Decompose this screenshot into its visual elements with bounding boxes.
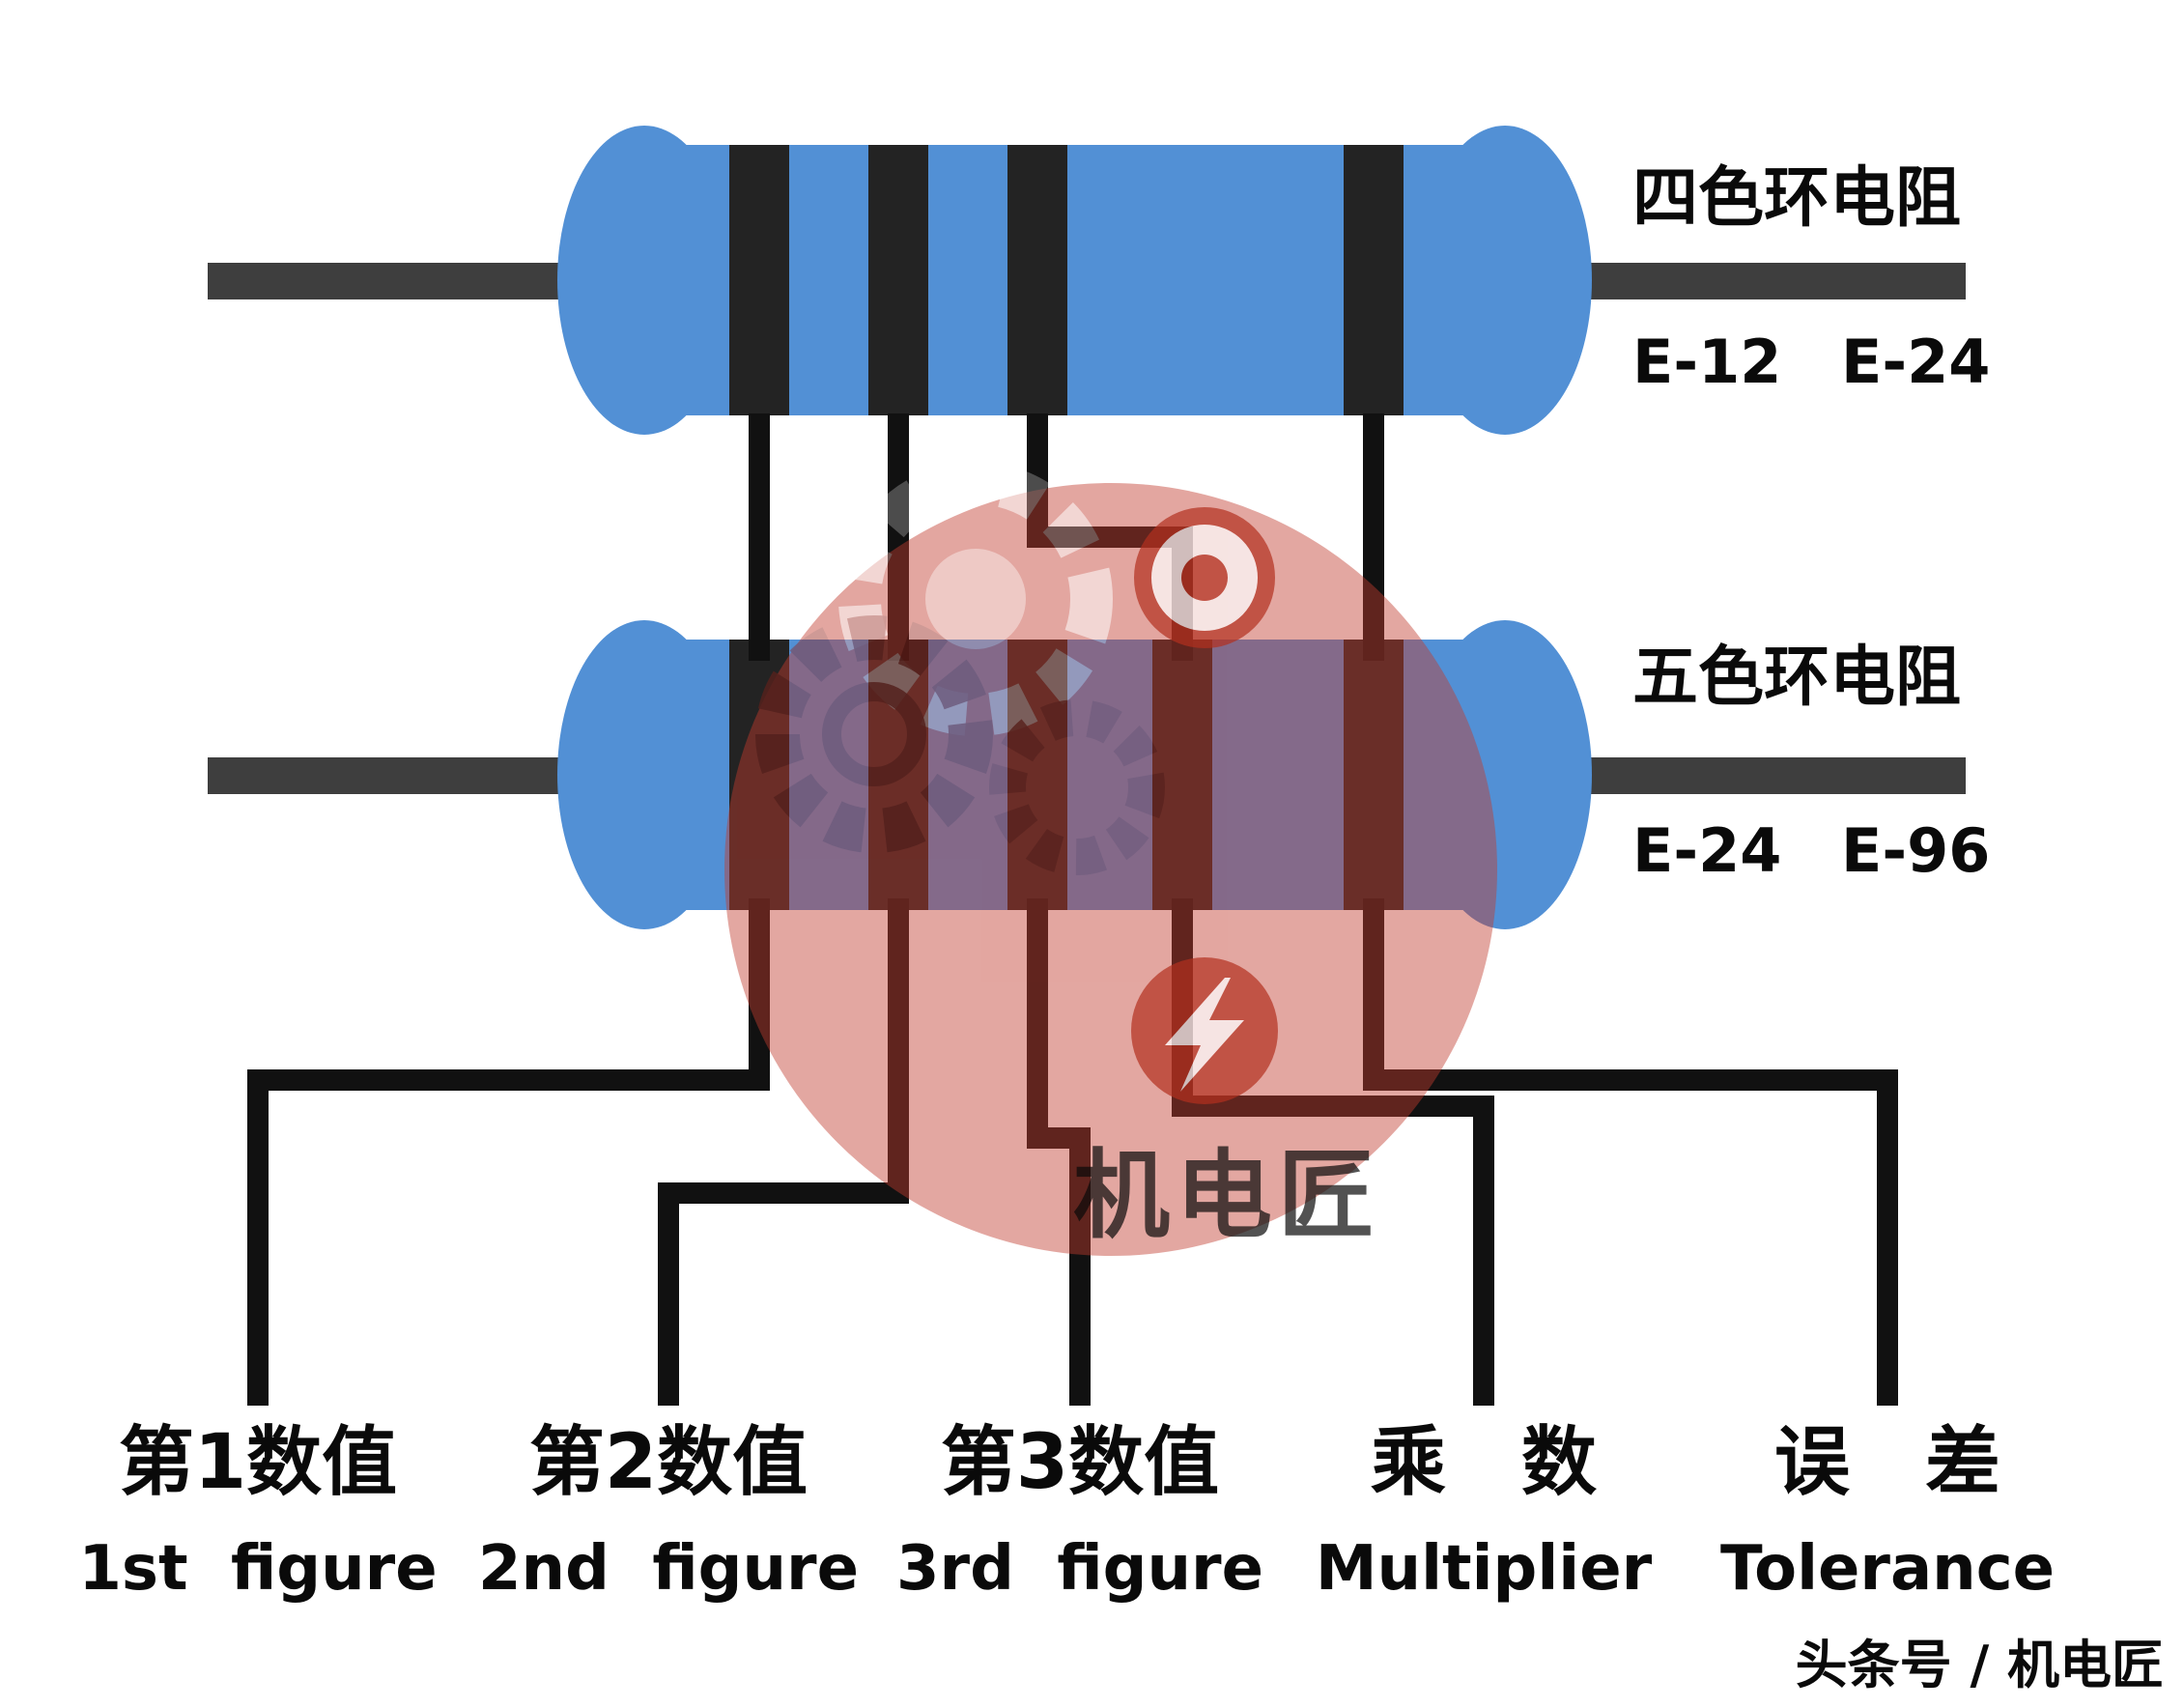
five-band-series-1: E-24 [1632,815,1781,886]
four-band-resistor [208,126,1966,435]
label-multiplier-en: Multiplier [1316,1533,1653,1605]
five-band-title: 五色环电阻 [1632,640,1961,716]
label-1st-figure-en: 1st figure [78,1533,437,1605]
color-band-5 [1344,640,1404,910]
connector-lines [247,413,1898,1406]
color-band-3 [1007,640,1067,910]
watermark-gear-white-icon [838,462,1113,736]
label-tolerance-zh: 误 差 [1774,1419,2000,1506]
line-to-1st-figure [247,898,770,1406]
label-multiplier-zh: 乘 数 [1371,1419,1597,1506]
watermark-globe [724,483,1497,1256]
lead-right [1589,263,1966,299]
watermark-ring-icon [1134,507,1275,648]
bottom-labels: 第1数值 1st figure 第2数值 2nd figure 第3数值 3rd… [78,1419,2055,1605]
label-2nd-figure-zh: 第2数值 [529,1419,808,1506]
lead-right [1589,757,1966,794]
label-3rd-figure-en: 3rd figure [896,1533,1263,1605]
color-band-3 [1007,145,1067,415]
four-band-series-2: E-24 [1841,327,1990,397]
color-band-2 [868,145,928,415]
label-3rd-figure-zh: 第3数值 [941,1419,1219,1506]
watermark-gear-left-icon [755,615,993,853]
line-to-2nd-figure [658,898,909,1406]
label-tolerance-en: Tolerance [1720,1533,2055,1605]
watermark-gear-left-hub [822,682,926,786]
color-band-4 [1152,640,1212,910]
watermark-ring-hub [1181,555,1228,601]
color-band-1 [729,145,789,415]
four-band-title: 四色环电阻 [1632,160,1961,237]
label-2nd-figure-en: 2nd figure [478,1533,859,1605]
label-1st-figure-zh: 第1数值 [119,1419,397,1506]
watermark: 机电匠 [724,462,1497,1256]
lead-left [208,263,594,299]
color-band-4 [1344,145,1404,415]
four-band-series-1: E-12 [1632,327,1781,397]
lead-left [208,757,594,794]
five-band-series-2: E-96 [1841,815,1990,886]
line-to-tolerance [1363,898,1898,1406]
credit-text: 头条号 / 机电匠 [1796,1635,2164,1695]
side-labels: 四色环电阻 E-12 E-24 五色环电阻 E-24 E-96 [1632,160,1990,886]
watermark-badge-group: 机电匠 [1073,507,1380,1252]
line-to-3rd-figure [1027,898,1091,1406]
watermark-gear-white-hub [925,549,1026,649]
watermark-globe-group [724,462,1497,1256]
color-band-2 [868,640,928,910]
watermark-logo-text: 机电匠 [1073,1139,1380,1252]
five-band-resistor [208,620,1966,929]
watermark-gear-right-icon [989,699,1165,875]
lightning-bolt-icon [1165,978,1244,1092]
color-band-1 [729,640,789,910]
